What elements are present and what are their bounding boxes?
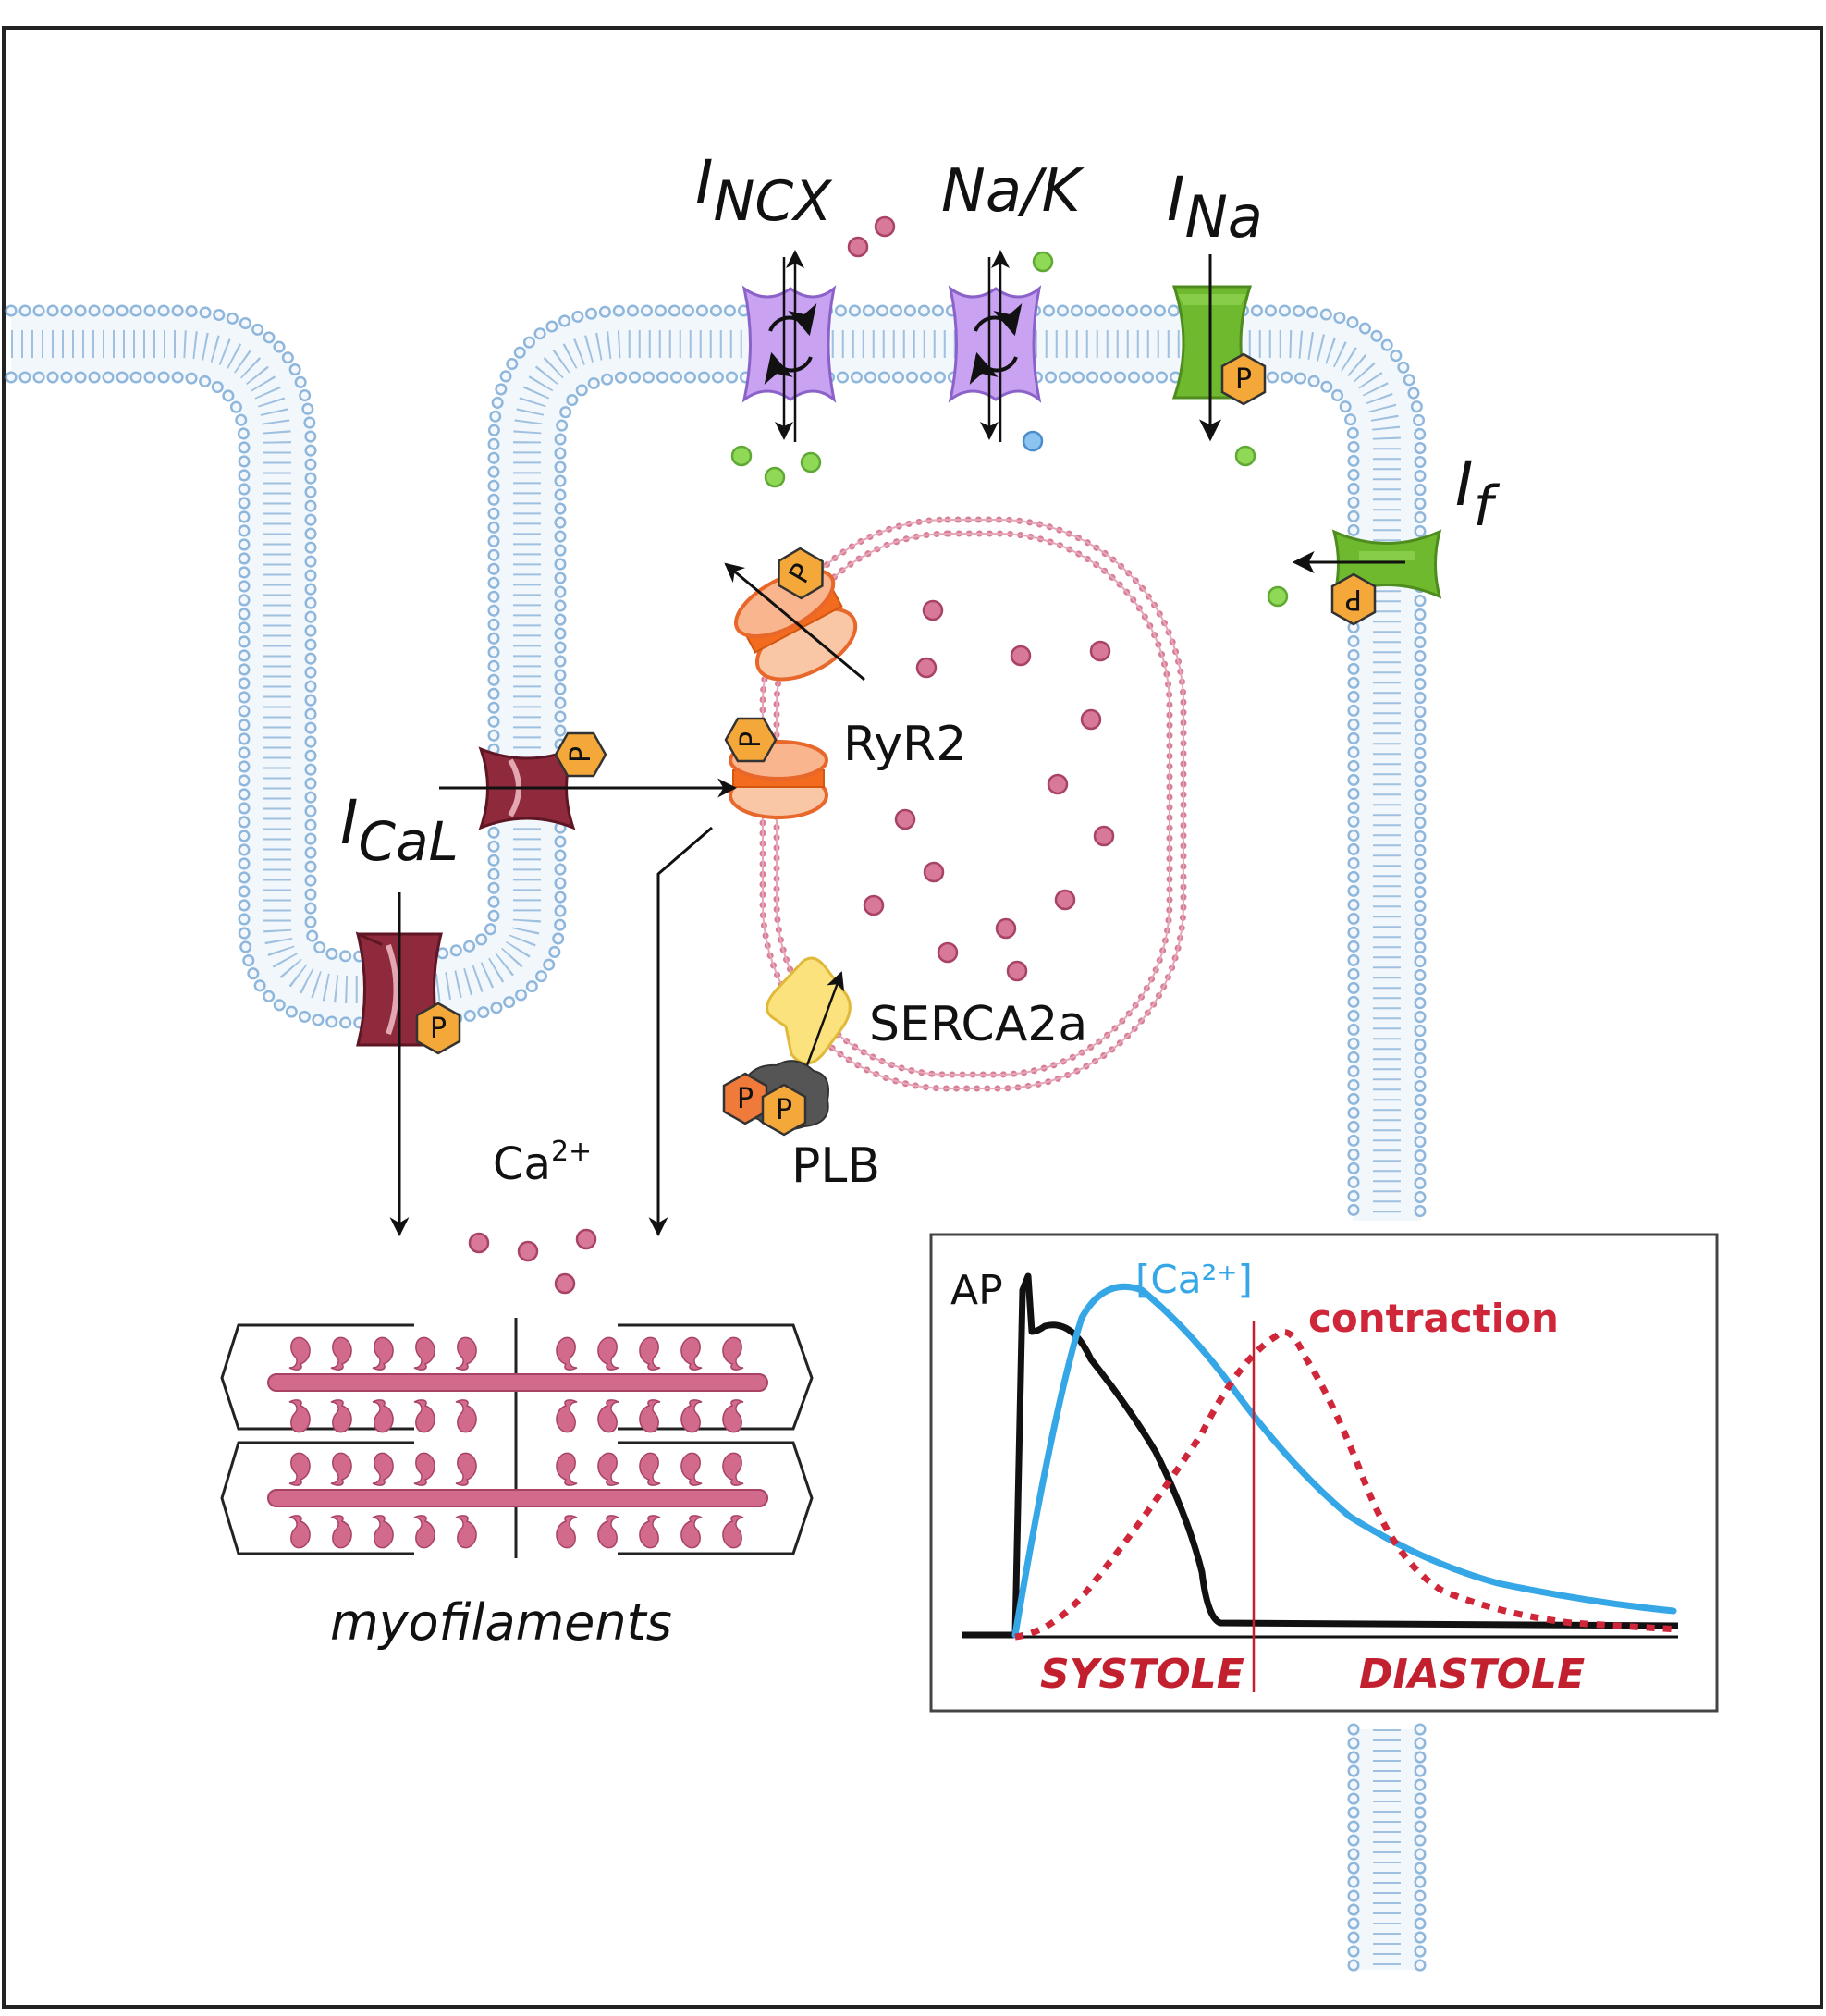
ap-trace bbox=[962, 1272, 1679, 1639]
phospho-if: P bbox=[1330, 572, 1377, 626]
myofilaments-sarcomere bbox=[220, 1318, 814, 1558]
cytosolic-calcium-ions bbox=[468, 1228, 597, 1295]
thick-filament bbox=[267, 1373, 768, 1392]
phospho-ltype-bottom: P bbox=[415, 1002, 461, 1055]
myosin-head bbox=[330, 1515, 352, 1549]
myosin-head bbox=[722, 1336, 744, 1371]
myosin-head bbox=[597, 1452, 619, 1486]
myosin-head bbox=[455, 1515, 477, 1549]
myosin-head bbox=[413, 1336, 435, 1371]
inset-frame bbox=[929, 1233, 1719, 1713]
myosin-head bbox=[722, 1515, 744, 1549]
label-contraction: contraction bbox=[1308, 1296, 1559, 1341]
myosin-head bbox=[288, 1399, 311, 1433]
sodium-ions bbox=[730, 251, 1289, 608]
myosin-head bbox=[372, 1515, 394, 1549]
svg-text:P: P bbox=[430, 1013, 447, 1045]
label-nak: Na/K bbox=[941, 157, 1085, 226]
serca2a-pump bbox=[766, 956, 852, 1074]
myosin-head bbox=[680, 1399, 703, 1433]
myosin-head bbox=[722, 1452, 744, 1486]
na-k-pump bbox=[948, 250, 1042, 442]
label-plb: PLB bbox=[791, 1138, 880, 1194]
myosin-head bbox=[330, 1336, 352, 1371]
sarcolemma-membrane bbox=[5, 304, 1427, 1976]
thick-filament bbox=[267, 1489, 768, 1507]
label-ap: AP bbox=[950, 1267, 1003, 1314]
myosin-head bbox=[372, 1336, 394, 1371]
myosin-head bbox=[639, 1515, 661, 1549]
sarcomere-outline-left-bottom bbox=[220, 1441, 414, 1555]
myosin-head bbox=[413, 1515, 435, 1549]
inset-plot: AP [Ca²⁺] contraction SYSTOLE DIASTOLE bbox=[929, 1233, 1719, 1713]
myosin-head bbox=[556, 1515, 578, 1549]
myosin-head bbox=[639, 1399, 661, 1433]
myosin-head bbox=[680, 1515, 703, 1549]
phospho-ina: P bbox=[1220, 352, 1267, 406]
myosin-head bbox=[722, 1399, 744, 1433]
myosin-head bbox=[556, 1452, 578, 1486]
label-incx: INCX bbox=[695, 147, 833, 234]
phospho-plb-2: P bbox=[761, 1083, 807, 1137]
svg-text:P: P bbox=[776, 1094, 792, 1126]
potassium-ion bbox=[1022, 430, 1044, 452]
sarcomere-outline-right-bottom bbox=[618, 1441, 814, 1555]
myosin-head bbox=[680, 1452, 703, 1486]
myosin-head bbox=[639, 1452, 661, 1486]
myosin-head bbox=[639, 1336, 661, 1371]
svg-text:P: P bbox=[1235, 363, 1252, 396]
myosin-head bbox=[372, 1399, 394, 1433]
myosin-head bbox=[288, 1452, 311, 1486]
myosin-head bbox=[413, 1399, 435, 1433]
label-diastole: DIASTOLE bbox=[1359, 1651, 1585, 1698]
myosin-head bbox=[597, 1399, 619, 1433]
label-ical: ICaL bbox=[340, 787, 459, 873]
sr-calcium-ions bbox=[863, 599, 1115, 982]
label-serca2a: SERCA2a bbox=[869, 997, 1087, 1052]
phospho-ltype-ttubule: P bbox=[554, 731, 607, 778]
myosin-head bbox=[455, 1452, 477, 1486]
myosin-head bbox=[680, 1336, 703, 1371]
phospho-ryr2-top: P bbox=[778, 547, 824, 600]
svg-text:P: P bbox=[565, 746, 597, 763]
myosin-head bbox=[288, 1515, 311, 1549]
label-myofilaments: myofilaments bbox=[330, 1593, 672, 1652]
myosin-head bbox=[288, 1336, 311, 1371]
myosin-head bbox=[330, 1452, 352, 1486]
myosin-head bbox=[330, 1399, 352, 1433]
myosin-head bbox=[597, 1515, 619, 1549]
contraction-trace bbox=[1014, 1329, 1679, 1641]
label-ryr2: RyR2 bbox=[843, 717, 966, 772]
svg-text:P: P bbox=[737, 1083, 754, 1115]
myosin-head bbox=[556, 1336, 578, 1371]
myosin-head bbox=[597, 1336, 619, 1371]
myosin-head bbox=[413, 1452, 435, 1486]
label-calcium-trace: [Ca²⁺] bbox=[1135, 1257, 1253, 1302]
extracellular-calcium-ions bbox=[847, 215, 896, 258]
myosin-head bbox=[372, 1452, 394, 1486]
label-calcium: Ca2+ bbox=[493, 1136, 592, 1190]
label-if: If bbox=[1455, 449, 1500, 539]
label-ina: INa bbox=[1167, 164, 1263, 251]
calcium-trace bbox=[1011, 1283, 1677, 1639]
phospho-plb-1: P bbox=[722, 1072, 768, 1125]
ncx-exchanger bbox=[741, 250, 837, 442]
calcium-flow-arrows bbox=[389, 562, 865, 1237]
myosin-head bbox=[455, 1399, 477, 1433]
myosin-head bbox=[556, 1399, 578, 1433]
label-systole: SYSTOLE bbox=[1040, 1651, 1244, 1698]
phospho-ryr2-mid: P bbox=[724, 717, 778, 763]
myosin-head bbox=[455, 1336, 477, 1371]
svg-text:P: P bbox=[735, 731, 767, 748]
svg-text:P: P bbox=[1345, 583, 1362, 615]
